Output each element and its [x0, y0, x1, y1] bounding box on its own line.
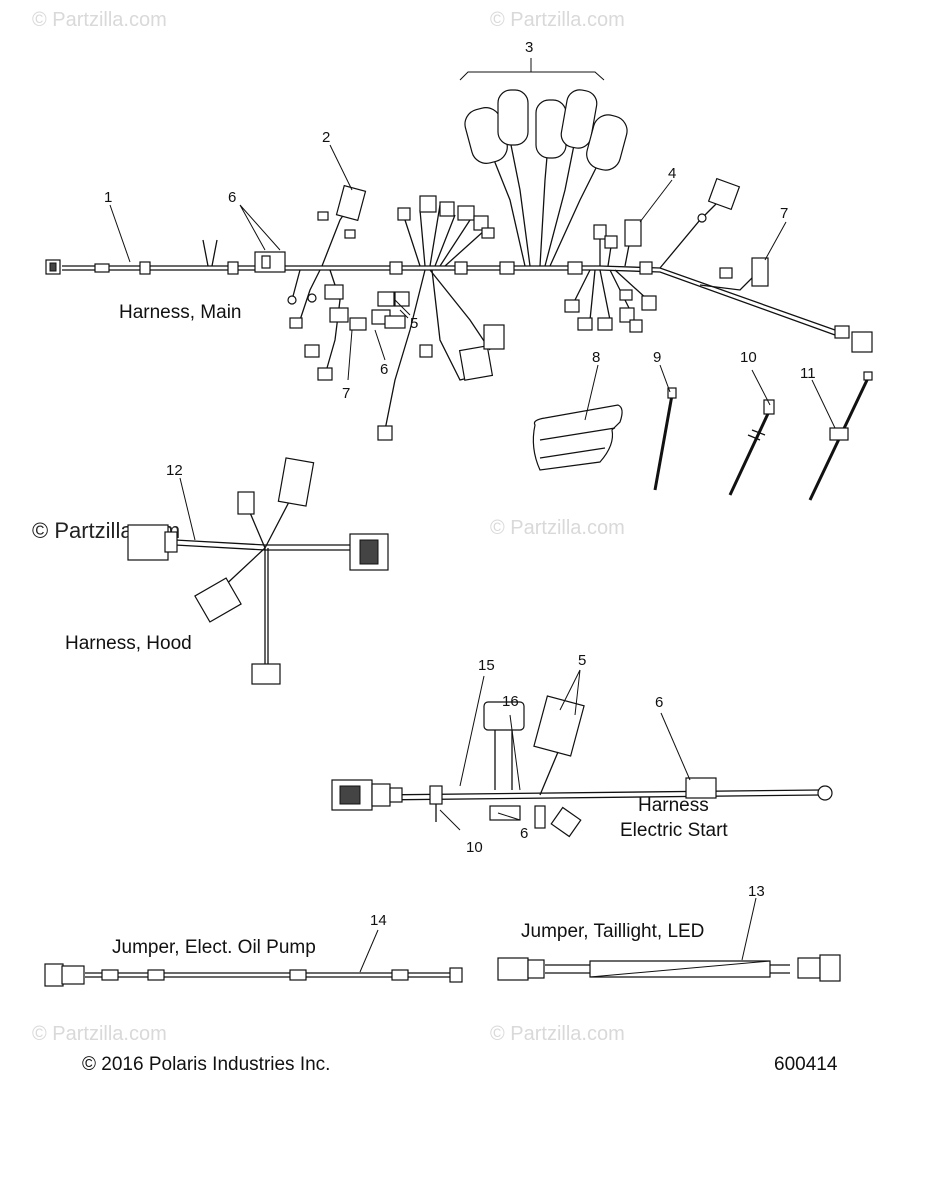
callout-10: 10: [466, 839, 483, 856]
watermark: © Partzilla.com: [490, 1023, 625, 1045]
footer-copyright: © 2016 Polaris Industries Inc.: [82, 1054, 330, 1075]
label-harness-start-2: Electric Start: [620, 820, 728, 841]
callout-12: 12: [166, 462, 183, 479]
hood-harness-drawing: [127, 457, 389, 685]
leader-lines: [109, 144, 836, 973]
taillight-jumper-drawing: [497, 954, 841, 982]
oil-pump-jumper-drawing: [44, 963, 463, 987]
callout-13: 13: [748, 883, 765, 900]
callout-4: 4: [668, 165, 676, 182]
push-mount-tie-drawing: [728, 399, 775, 496]
callout-8: 8: [592, 349, 600, 366]
callout-5: 5: [410, 315, 418, 332]
callout-15: 15: [478, 657, 495, 674]
callout-11: 11: [800, 365, 816, 382]
watermark: © Partzilla.com: [490, 517, 625, 539]
callout-9: 9: [653, 349, 661, 366]
callout-6: 6: [520, 825, 528, 842]
callout-6: 6: [655, 694, 663, 711]
callout-16: 16: [502, 693, 519, 710]
callout-3: 3: [525, 39, 533, 56]
label-harness-start-1: Harness: [638, 795, 709, 816]
callout-7: 7: [342, 385, 350, 402]
callout-6: 6: [228, 189, 236, 206]
callout-5: 5: [578, 652, 586, 669]
watermark: © Partzilla.com: [32, 9, 167, 31]
clip-tie-drawing: [808, 371, 873, 501]
callout-2: 2: [322, 129, 330, 146]
main-harness-drawing: [45, 58, 873, 441]
callout-1: 1: [104, 189, 112, 206]
callout-14: 14: [370, 912, 387, 929]
callout-6: 6: [380, 361, 388, 378]
label-harness-hood: Harness, Hood: [65, 633, 192, 654]
electric-start-harness-drawing: [331, 695, 833, 838]
footer-diagram-id: 600414: [774, 1054, 838, 1075]
callout-10: 10: [740, 349, 757, 366]
label-jumper-oil-pump: Jumper, Elect. Oil Pump: [112, 937, 316, 958]
callout-7: 7: [780, 205, 788, 222]
watermark: © Partzilla.com: [32, 1023, 167, 1045]
foam-pad-drawing: [532, 404, 623, 471]
watermark: © Partzilla.com: [490, 9, 625, 31]
label-harness-main: Harness, Main: [119, 302, 242, 323]
label-jumper-taillight: Jumper, Taillight, LED: [521, 921, 704, 942]
cable-tie-drawing: [653, 387, 677, 491]
